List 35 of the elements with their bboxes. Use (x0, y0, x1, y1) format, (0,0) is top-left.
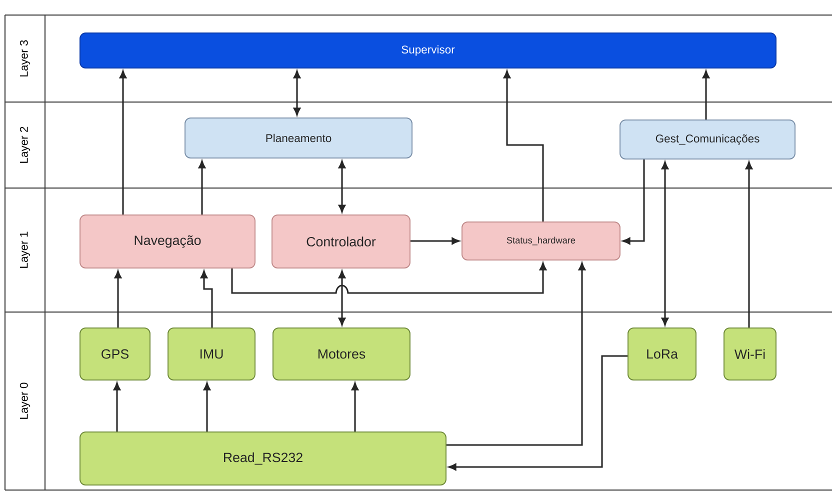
arrow (114, 270, 122, 328)
process-box: Gest_Comunicações (620, 120, 796, 160)
layer-label: Layer 1 (20, 232, 30, 268)
process-box: GPS (80, 328, 150, 380)
arrow (745, 162, 753, 328)
process-box: Navegação (80, 214, 256, 269)
arrow (119, 70, 127, 215)
process-box: Read_RS232 (80, 432, 446, 486)
arrow (200, 270, 213, 328)
process-box: LoRa (628, 328, 696, 380)
supervisor-bar: Supervisor (80, 32, 776, 69)
arrow (198, 160, 206, 215)
arrow (351, 382, 359, 432)
process-box: IMU (168, 328, 256, 380)
arrow (410, 237, 460, 245)
arrow (446, 262, 586, 446)
process-box: Motores (272, 328, 410, 380)
arrow (503, 70, 544, 222)
arrow (203, 382, 211, 432)
arrow (231, 262, 547, 294)
layer-label: Layer 2 (20, 126, 30, 163)
arrow (448, 355, 628, 471)
process-box: Planeamento (184, 118, 413, 158)
layer-label: Layer 0 (20, 382, 30, 419)
arrow (113, 382, 121, 432)
arrow (702, 70, 710, 120)
process-box: Wi-Fi (724, 328, 776, 380)
process-box: Status_hardware (462, 222, 620, 260)
process-box: Controlador (272, 214, 410, 269)
layer-label: Layer 3 (20, 40, 30, 76)
arrow (293, 70, 301, 116)
arrow (622, 160, 645, 245)
arrow (661, 162, 669, 326)
arrow (338, 160, 346, 212)
arrow (338, 270, 346, 326)
